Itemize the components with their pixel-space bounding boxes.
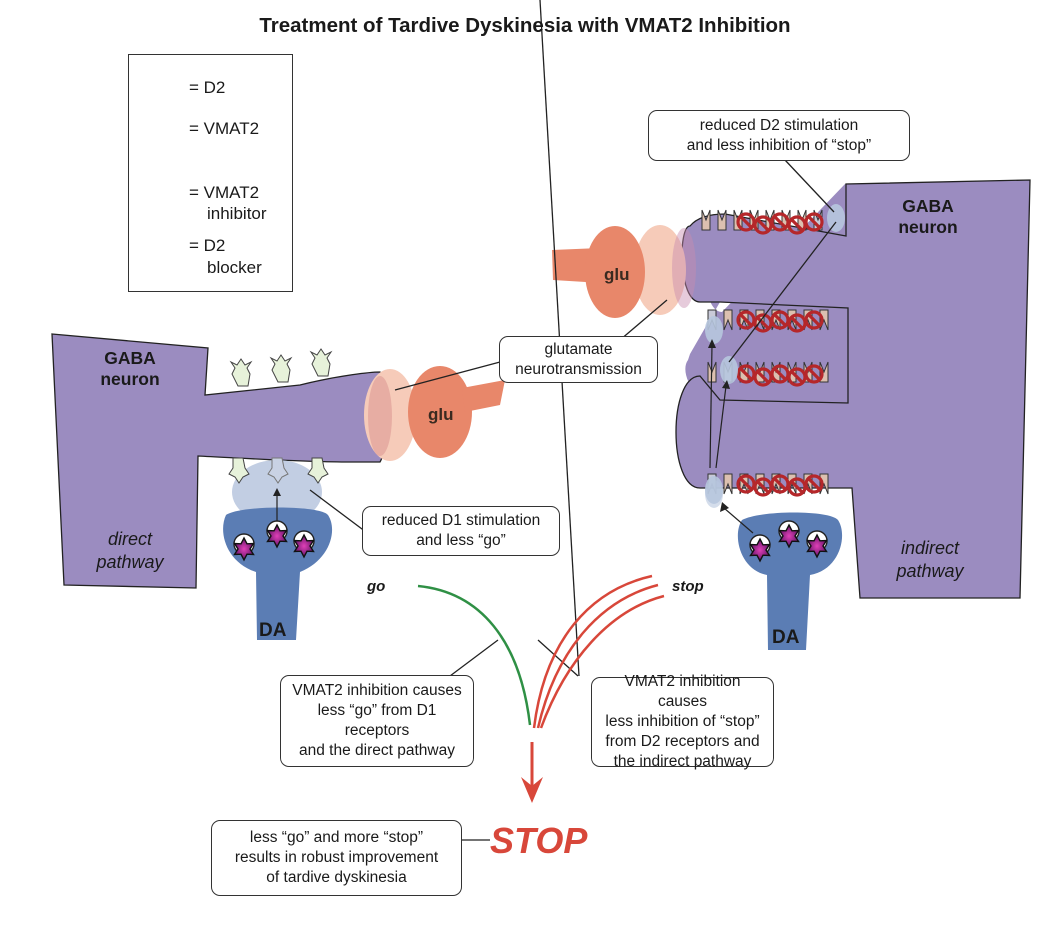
legend-blocker-label2: blocker bbox=[207, 258, 262, 277]
left-da-terminal bbox=[223, 488, 333, 640]
stop-outcome-label: STOP bbox=[490, 820, 588, 861]
go-pathway-curve bbox=[417, 584, 532, 726]
d2-blocker-icon bbox=[804, 310, 824, 330]
d2-blocker-icon bbox=[804, 212, 824, 232]
right-neuron-label: GABA neuron bbox=[888, 196, 968, 238]
d2-receptor-icon bbox=[723, 473, 733, 495]
glutamate-callout-line1: glutamate bbox=[544, 340, 613, 358]
legend-d2-label: = D2 bbox=[189, 78, 226, 97]
legend-blocker-label: = D2 bbox=[189, 236, 226, 255]
vmat2-inhibitor-icon bbox=[806, 530, 828, 559]
result-line3: of tardive dyskinesia bbox=[266, 868, 407, 886]
d2-synapse-highlights bbox=[705, 204, 845, 508]
indirect-pathway-line1: indirect bbox=[900, 538, 960, 558]
stop-effect-line1: VMAT2 inhibition causes bbox=[624, 673, 741, 711]
left-vmat2-inhibitor-group bbox=[233, 520, 315, 562]
direct-pathway-line1: direct bbox=[107, 529, 152, 549]
legend-box: = D2 = VMAT2 = VMAT2 inhibitor = D2 bloc… bbox=[128, 54, 293, 292]
go-effect-line1: VMAT2 inhibition causes bbox=[292, 682, 462, 700]
d2-callout-line1: reduced D2 stimulation bbox=[699, 116, 859, 134]
direct-pathway-label: direct pathway bbox=[80, 528, 180, 573]
stop-label: stop bbox=[672, 578, 704, 595]
stop-effect-callout: VMAT2 inhibition causes less inhibition … bbox=[591, 673, 774, 770]
d2-callout: reduced D2 stimulation and less inhibiti… bbox=[648, 110, 910, 161]
vmat2-inhibitor-icon bbox=[293, 530, 315, 559]
vmat2-inhibitor-icon bbox=[749, 534, 771, 563]
direct-pathway-line2: pathway bbox=[96, 551, 164, 572]
right-neuron-label-line1: GABA bbox=[902, 196, 954, 216]
d2-receptor-icon bbox=[723, 309, 733, 331]
vmat2-inhibitor-icon bbox=[266, 520, 288, 549]
go-label: go bbox=[367, 578, 386, 595]
vmat2-inhibitor-icon bbox=[778, 520, 800, 549]
d2-blocker-icon bbox=[804, 474, 824, 494]
d1-receptors-bottom bbox=[228, 457, 329, 484]
go-effect-line3: and the direct pathway bbox=[299, 741, 455, 759]
indirect-pathway-line2: pathway bbox=[896, 560, 964, 581]
indirect-pathway-label: indirect pathway bbox=[880, 537, 980, 582]
vmat2-inhibitor-icon bbox=[233, 533, 255, 562]
result-line2: results in robust improvement bbox=[234, 849, 439, 867]
glutamate-callout-line2: neurotransmission bbox=[515, 360, 642, 378]
d2-receptor-icon bbox=[701, 209, 711, 231]
stop-effect-line4: the indirect pathway bbox=[613, 752, 752, 770]
d2-blocker-icon bbox=[804, 364, 824, 384]
right-neuron-label-line2: neuron bbox=[898, 217, 958, 237]
right-gaba-neuron bbox=[675, 179, 1031, 599]
diagram-title: Treatment of Tardive Dyskinesia with VMA… bbox=[259, 14, 791, 37]
right-vmat2-inhibitor-group bbox=[749, 520, 828, 563]
stop-effect-line2: less inhibition of “stop” bbox=[605, 713, 760, 731]
stop-pathway-curves bbox=[532, 574, 665, 729]
d1-receptors-top bbox=[229, 348, 333, 387]
d1-callout-line2: and less “go” bbox=[416, 532, 506, 549]
result-callout: less “go” and more “stop” results in rob… bbox=[211, 820, 462, 896]
left-neuron-label-line2: neuron bbox=[100, 369, 160, 389]
right-da-label: DA bbox=[772, 627, 800, 648]
left-neuron-label-line1: GABA bbox=[104, 348, 156, 368]
left-da-label: DA bbox=[259, 620, 287, 641]
go-effect-line2: less “go” from D1 receptors bbox=[317, 702, 437, 739]
result-line1: less “go” and more “stop” bbox=[249, 829, 424, 847]
d1-callout-line1: reduced D1 stimulation bbox=[381, 512, 541, 530]
d1-callout: reduced D1 stimulation and less “go” bbox=[362, 506, 560, 556]
right-glu-terminal bbox=[552, 225, 696, 318]
stop-effect-line3: from D2 receptors and bbox=[605, 732, 760, 750]
left-glu-terminal bbox=[364, 366, 505, 461]
go-effect-callout: VMAT2 inhibition causes less “go” from D… bbox=[280, 675, 474, 767]
legend-inhibitor-label2: inhibitor bbox=[207, 204, 267, 223]
right-glu-label: glu bbox=[604, 265, 630, 284]
glutamate-callout: glutamate neurotransmission bbox=[499, 336, 658, 383]
stop-leader bbox=[537, 639, 579, 677]
d2-callout-line2: and less inhibition of “stop” bbox=[686, 136, 872, 154]
left-glu-label: glu bbox=[428, 405, 454, 424]
d2-receptor-icon bbox=[717, 209, 727, 231]
legend-inhibitor-label: = VMAT2 bbox=[189, 183, 260, 202]
legend-vmat2-label: = VMAT2 bbox=[189, 119, 260, 138]
left-neuron-label: GABA neuron bbox=[90, 348, 170, 390]
outcome-arrow bbox=[521, 742, 543, 803]
